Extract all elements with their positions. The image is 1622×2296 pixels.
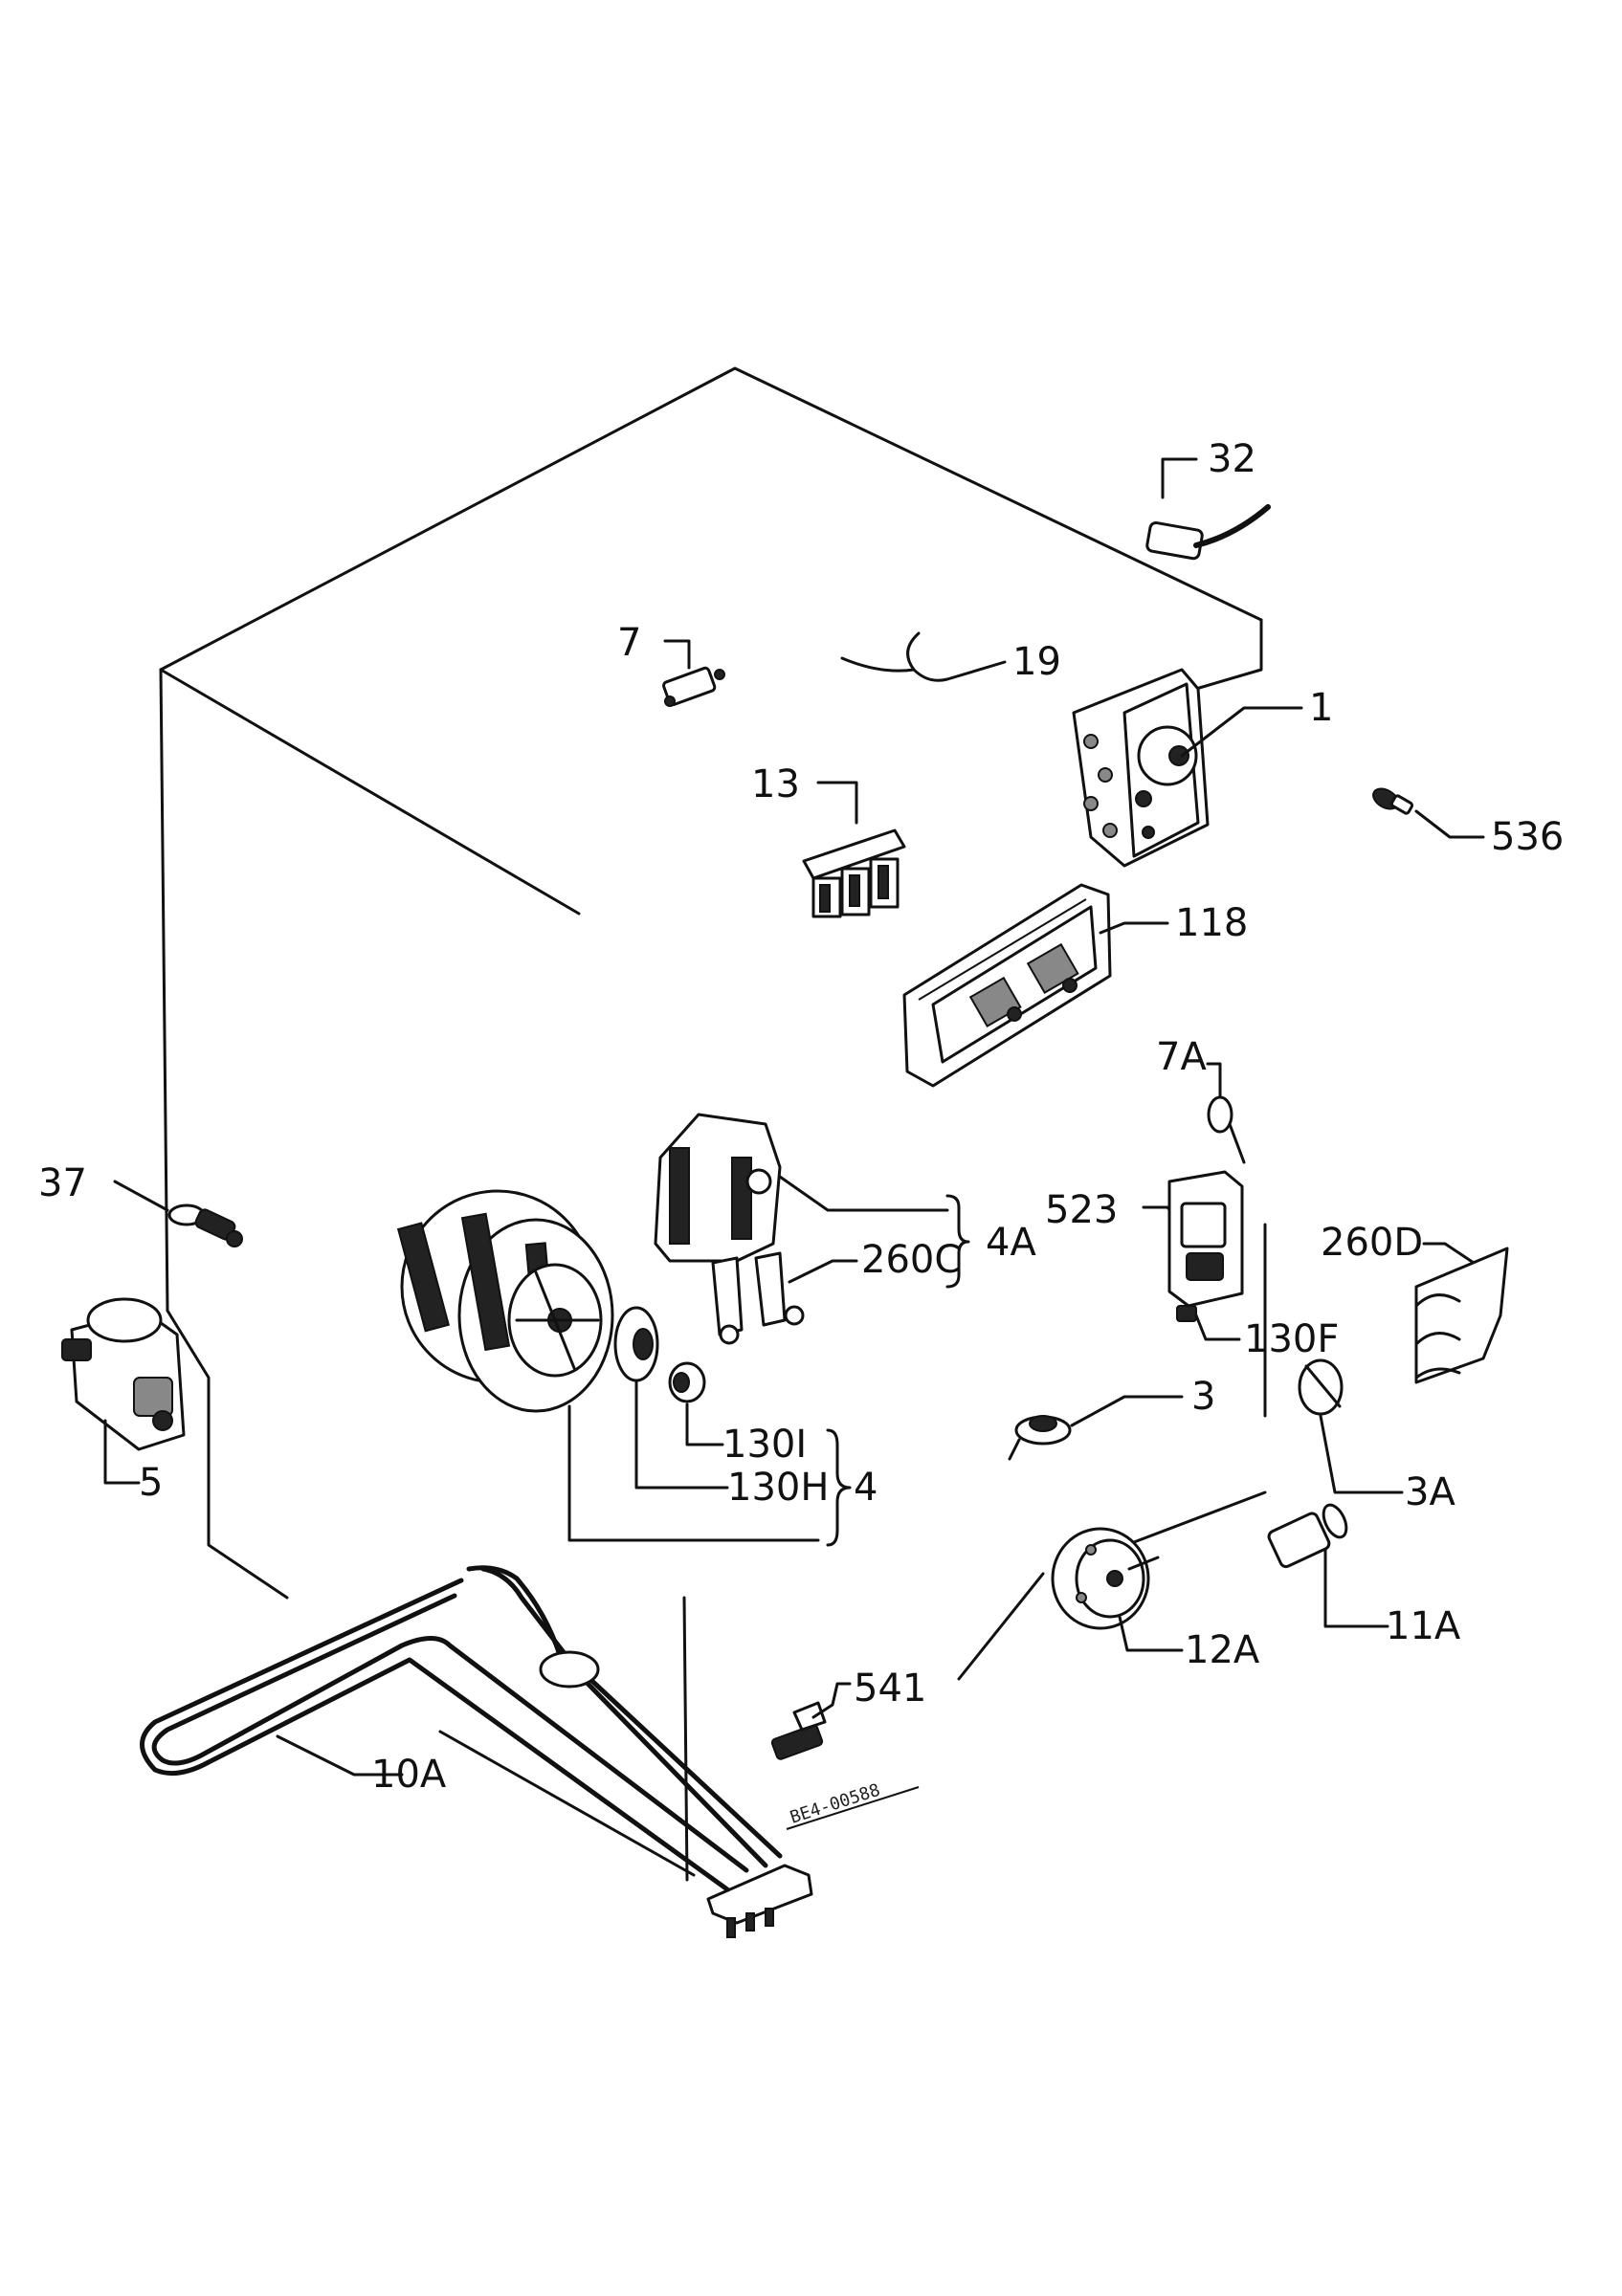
part-13-terminal-block: 13 (751, 762, 906, 918)
part-7a-switch: 7A (1156, 1035, 1246, 1164)
part-3a-thermostat: 3A (1298, 1358, 1455, 1514)
label-19: 19 (1012, 640, 1061, 684)
part-5-inlet-valve: 5 (61, 1297, 186, 1505)
label-11a: 11A (1386, 1604, 1461, 1648)
part-1-timer: 1 (1072, 668, 1333, 868)
part-130i-bush: 130I (668, 1361, 807, 1467)
label-12a: 12A (1185, 1628, 1260, 1672)
label-541: 541 (854, 1667, 926, 1711)
label-260d: 260D (1321, 1221, 1423, 1265)
label-130f: 130F (1244, 1317, 1339, 1361)
cabinet-outline (159, 366, 1267, 1882)
label-5: 5 (139, 1461, 163, 1505)
label-260c: 260C (861, 1238, 961, 1282)
label-130h: 130H (727, 1466, 829, 1510)
label-7a: 7A (1156, 1035, 1207, 1079)
part-19-wire-clip: 19 (840, 631, 1061, 684)
label-118: 118 (1175, 901, 1248, 945)
brace-group-4: 4 (826, 1428, 878, 1547)
part-11a-pump-motor: 11A (1267, 1503, 1461, 1648)
part-523-door-lock: 523 130F (1045, 1170, 1339, 1361)
part-7-switch: 7 (617, 621, 725, 707)
label-13: 13 (751, 762, 800, 806)
label-7: 7 (617, 621, 641, 665)
part-541-clip: 541 BE4-00588 (770, 1667, 926, 1830)
part-3-thermostat: 3 (1008, 1375, 1215, 1461)
label-130i: 130I (722, 1423, 807, 1467)
part-260d-bracket: 260D (1321, 1221, 1509, 1384)
label-1: 1 (1309, 686, 1333, 730)
label-523: 523 (1045, 1188, 1118, 1232)
part-118-control-panel: 118 (902, 883, 1248, 1088)
label-37: 37 (38, 1161, 87, 1205)
part-10a-heating-element: 10A (140, 1565, 813, 1938)
part-536-screw: 536 (1372, 787, 1564, 859)
part-4-motor (396, 1189, 820, 1542)
part-37-grommet: 37 (38, 1161, 243, 1247)
part-130h-pulley: 130H (613, 1306, 829, 1510)
label-4a: 4A (986, 1221, 1036, 1265)
part-32-connector: 32 (1145, 437, 1271, 561)
label-536: 536 (1491, 815, 1564, 859)
label-32: 32 (1208, 437, 1256, 481)
label-10a: 10A (371, 1753, 447, 1797)
label-3a: 3A (1405, 1470, 1455, 1514)
part-260c-bracket: 4A 260C (654, 1113, 1036, 1345)
label-3: 3 (1191, 1375, 1215, 1419)
part-12a-pressure-switch: 12A (1051, 1527, 1260, 1672)
label-4: 4 (854, 1466, 878, 1510)
